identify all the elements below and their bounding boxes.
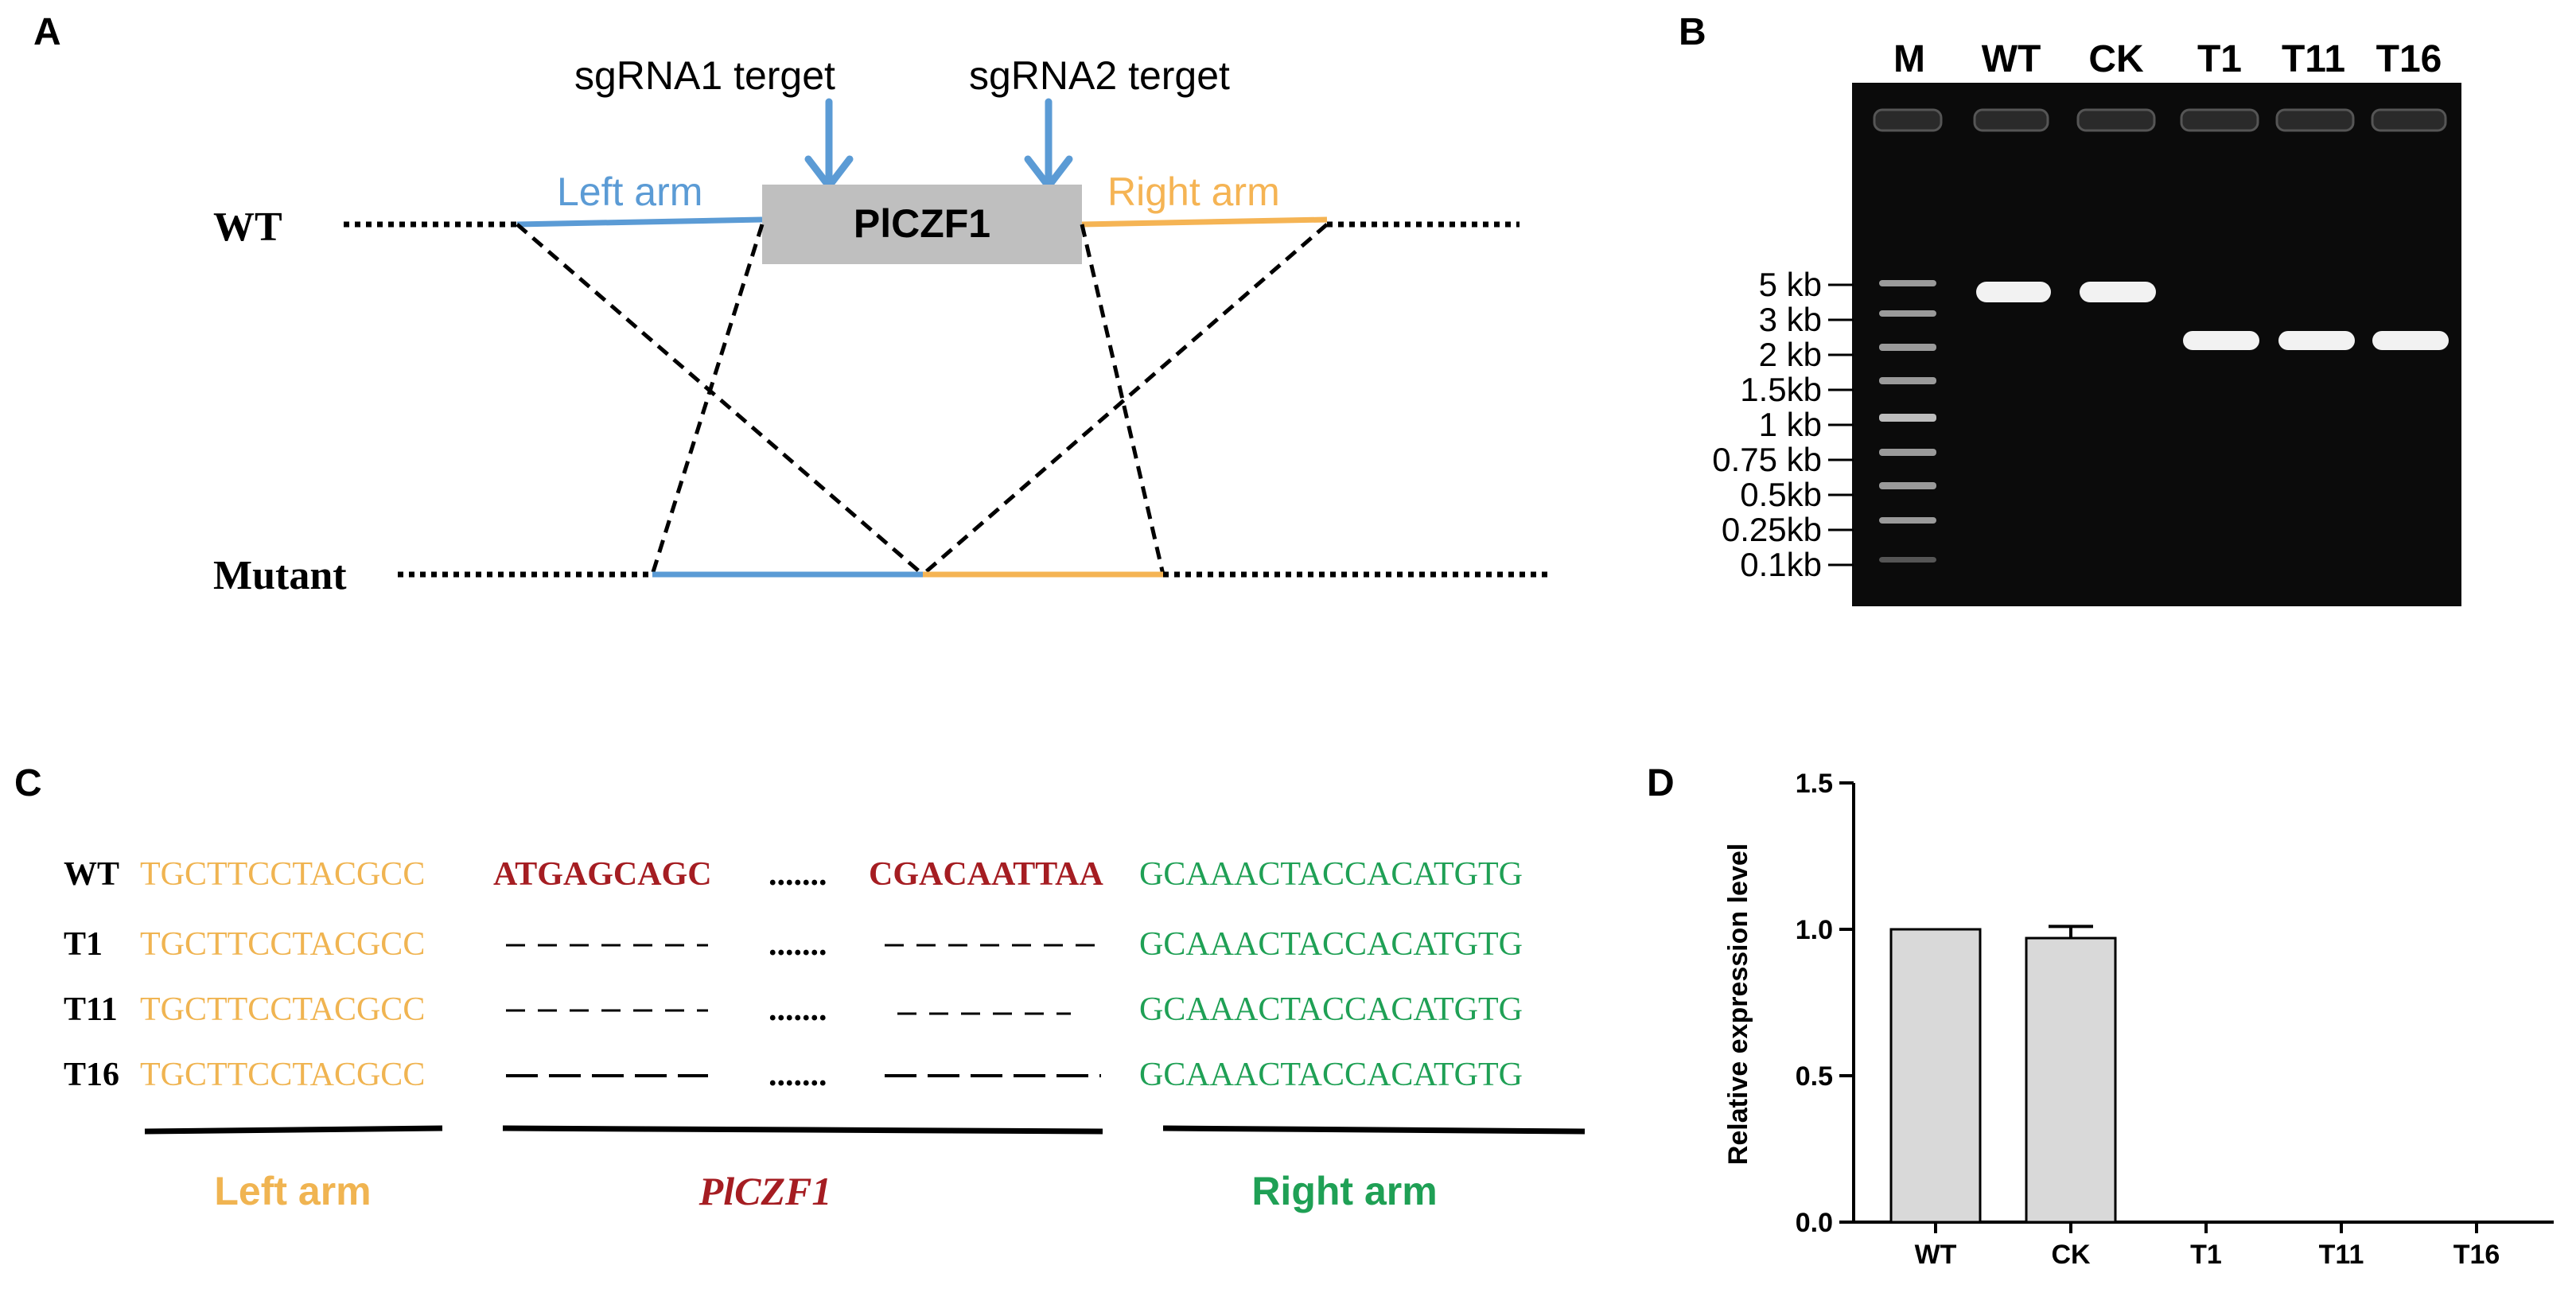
sequence-row-t16: T16 TGCTTCCTACGCC ....... GCAAACTACCACAT… [64,1057,1523,1093]
lane-label: M [1893,38,1925,80]
bar [2025,936,2117,1224]
seq-dots: ....... [769,991,827,1028]
bar-chart: 0.0 0.5 1.0 1.5WT CK T1 T11 T16 [1796,769,2554,1270]
seq-right: GCAAACTACCACATGTG [1139,991,1523,1028]
row-name: T11 [64,991,118,1028]
lane-label: T16 [2376,38,2442,80]
wt-left-arm [516,216,763,228]
y-tick-label: 1.0 [1796,915,1833,945]
panel-d-label: D [1647,762,1675,804]
seq-right: GCAAACTACCACATGTG [1139,1057,1523,1093]
gene-bar [502,1125,1103,1135]
bar [1889,928,1982,1224]
seq-dots: ....... [769,1057,827,1093]
left-arm-label-top: Left arm [557,169,702,214]
ladder-ticks [1828,283,1854,567]
ladder-labels: 5 kb 3 kb 2 kb 1.5kb 1 kb 0.75 kb 0.5kb … [1712,266,1822,583]
wt-label: WT [213,204,282,250]
band-ck [2080,282,2156,302]
ladder-bands [1879,280,1936,563]
gel-wells [1873,108,2447,132]
x-tick-label: WT [1915,1240,1957,1270]
mutant-label: Mutant [213,553,347,598]
seq-right: GCAAACTACCACATGTG [1139,856,1523,893]
seq-gene-b: CGACAATTAA [869,856,1103,893]
ladder-label: 1.5kb [1740,371,1822,408]
sgrna1-label: sgRNA1 terget [574,53,835,98]
ladder-label: 2 kb [1759,336,1822,373]
seq-left: TGCTTCCTACGCC [140,1057,425,1093]
panel-c: C WT TGCTTCCTACGCC ATGAGCAGC ....... CGA… [14,762,1586,1213]
ladder-label: 0.5kb [1740,476,1822,513]
x-tick-label: T11 [2319,1240,2364,1270]
band-t1 [2183,331,2259,350]
lane-label: WT [1982,38,2041,80]
x-tick-label: T1 [2190,1240,2222,1270]
left-arm-bar [144,1125,443,1135]
ladder-label: 5 kb [1759,266,1822,303]
y-tick-label: 0.5 [1796,1061,1833,1092]
row-name: T1 [64,926,103,963]
y-tick-label: 1.5 [1796,769,1833,799]
sample-bands [1976,282,2449,350]
right-arm-bar [1162,1125,1586,1135]
sgrna2-label: sgRNA2 terget [969,53,1230,98]
wt-right-arm [1081,216,1328,228]
lane-label: CK [2088,38,2144,80]
seq-gene-a: ATGAGCAGC [493,856,712,893]
seq-left: TGCTTCCTACGCC [140,856,425,893]
panel-a-label: A [33,11,61,53]
lane-label: T11 [2282,38,2345,80]
right-arm-label: Right arm [1251,1169,1437,1213]
ladder-label: 0.75 kb [1712,441,1822,478]
panel-b: B M WT CK T1 T11 T16 [1679,11,2461,606]
ladder-label: 3 kb [1759,301,1822,338]
seq-right: GCAAACTACCACATGTG [1139,926,1523,963]
band-wt [1976,282,2051,302]
lane-labels: M WT CK T1 T11 T16 [1893,38,2442,80]
seq-left: TGCTTCCTACGCC [140,926,425,963]
panel-c-label: C [14,762,42,804]
ladder-label: 1 kb [1759,406,1822,443]
left-arm-label: Left arm [214,1169,371,1213]
seq-dots: ....... [769,856,827,893]
sequence-row-t1: T1 TGCTTCCTACGCC ....... GCAAACTACCACATG… [64,926,1523,963]
ladder-label: 0.25kb [1722,511,1822,548]
x-tick-label: CK [2051,1240,2091,1270]
recombination-lines [516,223,1329,576]
seq-left: TGCTTCCTACGCC [140,991,425,1028]
sequence-row-wt: WT TGCTTCCTACGCC ATGAGCAGC ....... CGACA… [64,856,1523,893]
panel-b-label: B [1679,11,1706,53]
y-axis-label: Relative expression level [1723,843,1753,1165]
ladder-label: 0.1kb [1740,546,1822,583]
band-t16 [2372,331,2449,350]
row-name: T16 [64,1057,119,1093]
lane-label: T1 [2197,38,2242,80]
seq-dots: ....... [769,926,827,963]
panel-a: A sgRNA1 terget sgRNA2 terget WT Left ar… [33,11,1551,598]
gene-box [762,185,1082,264]
y-tick-label: 0.0 [1796,1208,1833,1238]
row-name: WT [64,856,119,893]
right-arm-label-top: Right arm [1107,169,1280,214]
panel-d: D Relative expression level 0.0 0.5 1.0 1.5… [1647,762,2554,1270]
sequence-row-t11: T11 TGCTTCCTACGCC ....... GCAAACTACCACAT… [64,991,1523,1028]
gene-box-label: PlCZF1 [854,201,990,246]
x-tick-label: T16 [2453,1240,2500,1270]
gel-image [1852,83,2461,606]
band-t11 [2278,331,2355,350]
gene-label: PlCZF1 [698,1169,832,1213]
